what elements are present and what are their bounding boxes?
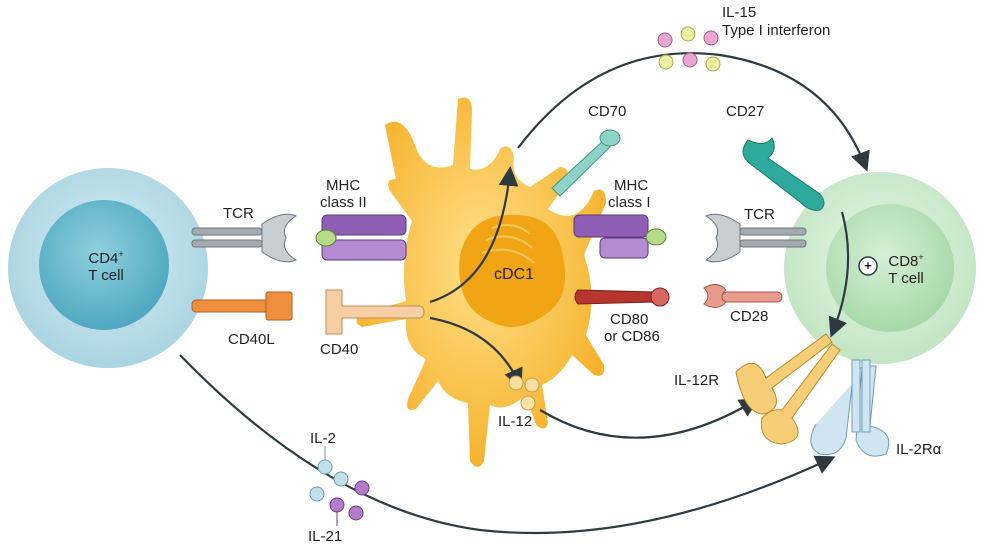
cd27-label: CD27 xyxy=(726,103,765,120)
cd28-label: CD28 xyxy=(730,308,769,325)
arrow-cdc1-to-il12 xyxy=(429,316,523,389)
arrow-il12-to-il12r xyxy=(539,397,760,439)
cd40-label: CD40 xyxy=(320,341,359,358)
il2-il21-dots xyxy=(309,446,370,526)
cd27 xyxy=(742,137,825,211)
cd80-label-line1: CD80 xyxy=(610,311,649,328)
tcr-right-label: TCR xyxy=(744,206,775,223)
arrow-il15-to-cd8 xyxy=(517,52,870,172)
mhc1-label-line1: MHC xyxy=(614,177,649,194)
il15-ifn-dots xyxy=(657,26,721,72)
arrow-cd8-internal xyxy=(828,211,850,338)
il2ra xyxy=(810,359,890,457)
mhc2-label-line2: class II xyxy=(320,194,367,211)
cd4-t-cell xyxy=(8,168,208,368)
plus-sign-icon xyxy=(858,256,878,276)
mhc2-label-line1: MHC xyxy=(326,177,361,194)
cd80-cd86 xyxy=(574,287,670,307)
ifn-label: Type I interferon xyxy=(722,22,831,39)
cd40l xyxy=(191,291,293,321)
arrow-cd4-to-il2ra xyxy=(179,354,836,535)
tcr-left-label: TCR xyxy=(223,205,254,222)
cd40l-label: CD40L xyxy=(228,331,275,348)
mhc-class-i xyxy=(573,214,667,259)
il12r-label: IL-12R xyxy=(674,372,720,389)
cd40 xyxy=(325,289,425,335)
tcr-right xyxy=(704,213,807,263)
il21-label: IL-21 xyxy=(308,528,343,545)
arrow-cdc1-to-il15 xyxy=(429,166,519,304)
cd80-label-line2: or CD86 xyxy=(604,328,660,345)
cd4-label: CD4+T cell xyxy=(88,249,124,285)
il2ra-label: IL-2Rα xyxy=(896,441,942,458)
plus-sign: + xyxy=(864,258,872,273)
cd70-label: CD70 xyxy=(588,103,627,120)
il12-dots xyxy=(508,375,540,411)
il2-label: IL-2 xyxy=(310,430,336,447)
cd70 xyxy=(551,129,621,197)
cd8-label: CD8+T cell xyxy=(888,252,924,288)
mhc-class-ii xyxy=(315,214,407,261)
cdc1-label: cDC1 xyxy=(494,266,535,283)
il12-label: IL-12 xyxy=(498,413,533,430)
cd28 xyxy=(703,284,783,308)
tcr-left xyxy=(191,213,298,263)
il15-label: IL-15 xyxy=(722,4,757,21)
mhc1-label-line2: class I xyxy=(608,194,651,211)
dendritic-cell-nucleus xyxy=(459,214,566,327)
il12r xyxy=(735,333,841,445)
arrows xyxy=(179,52,870,535)
